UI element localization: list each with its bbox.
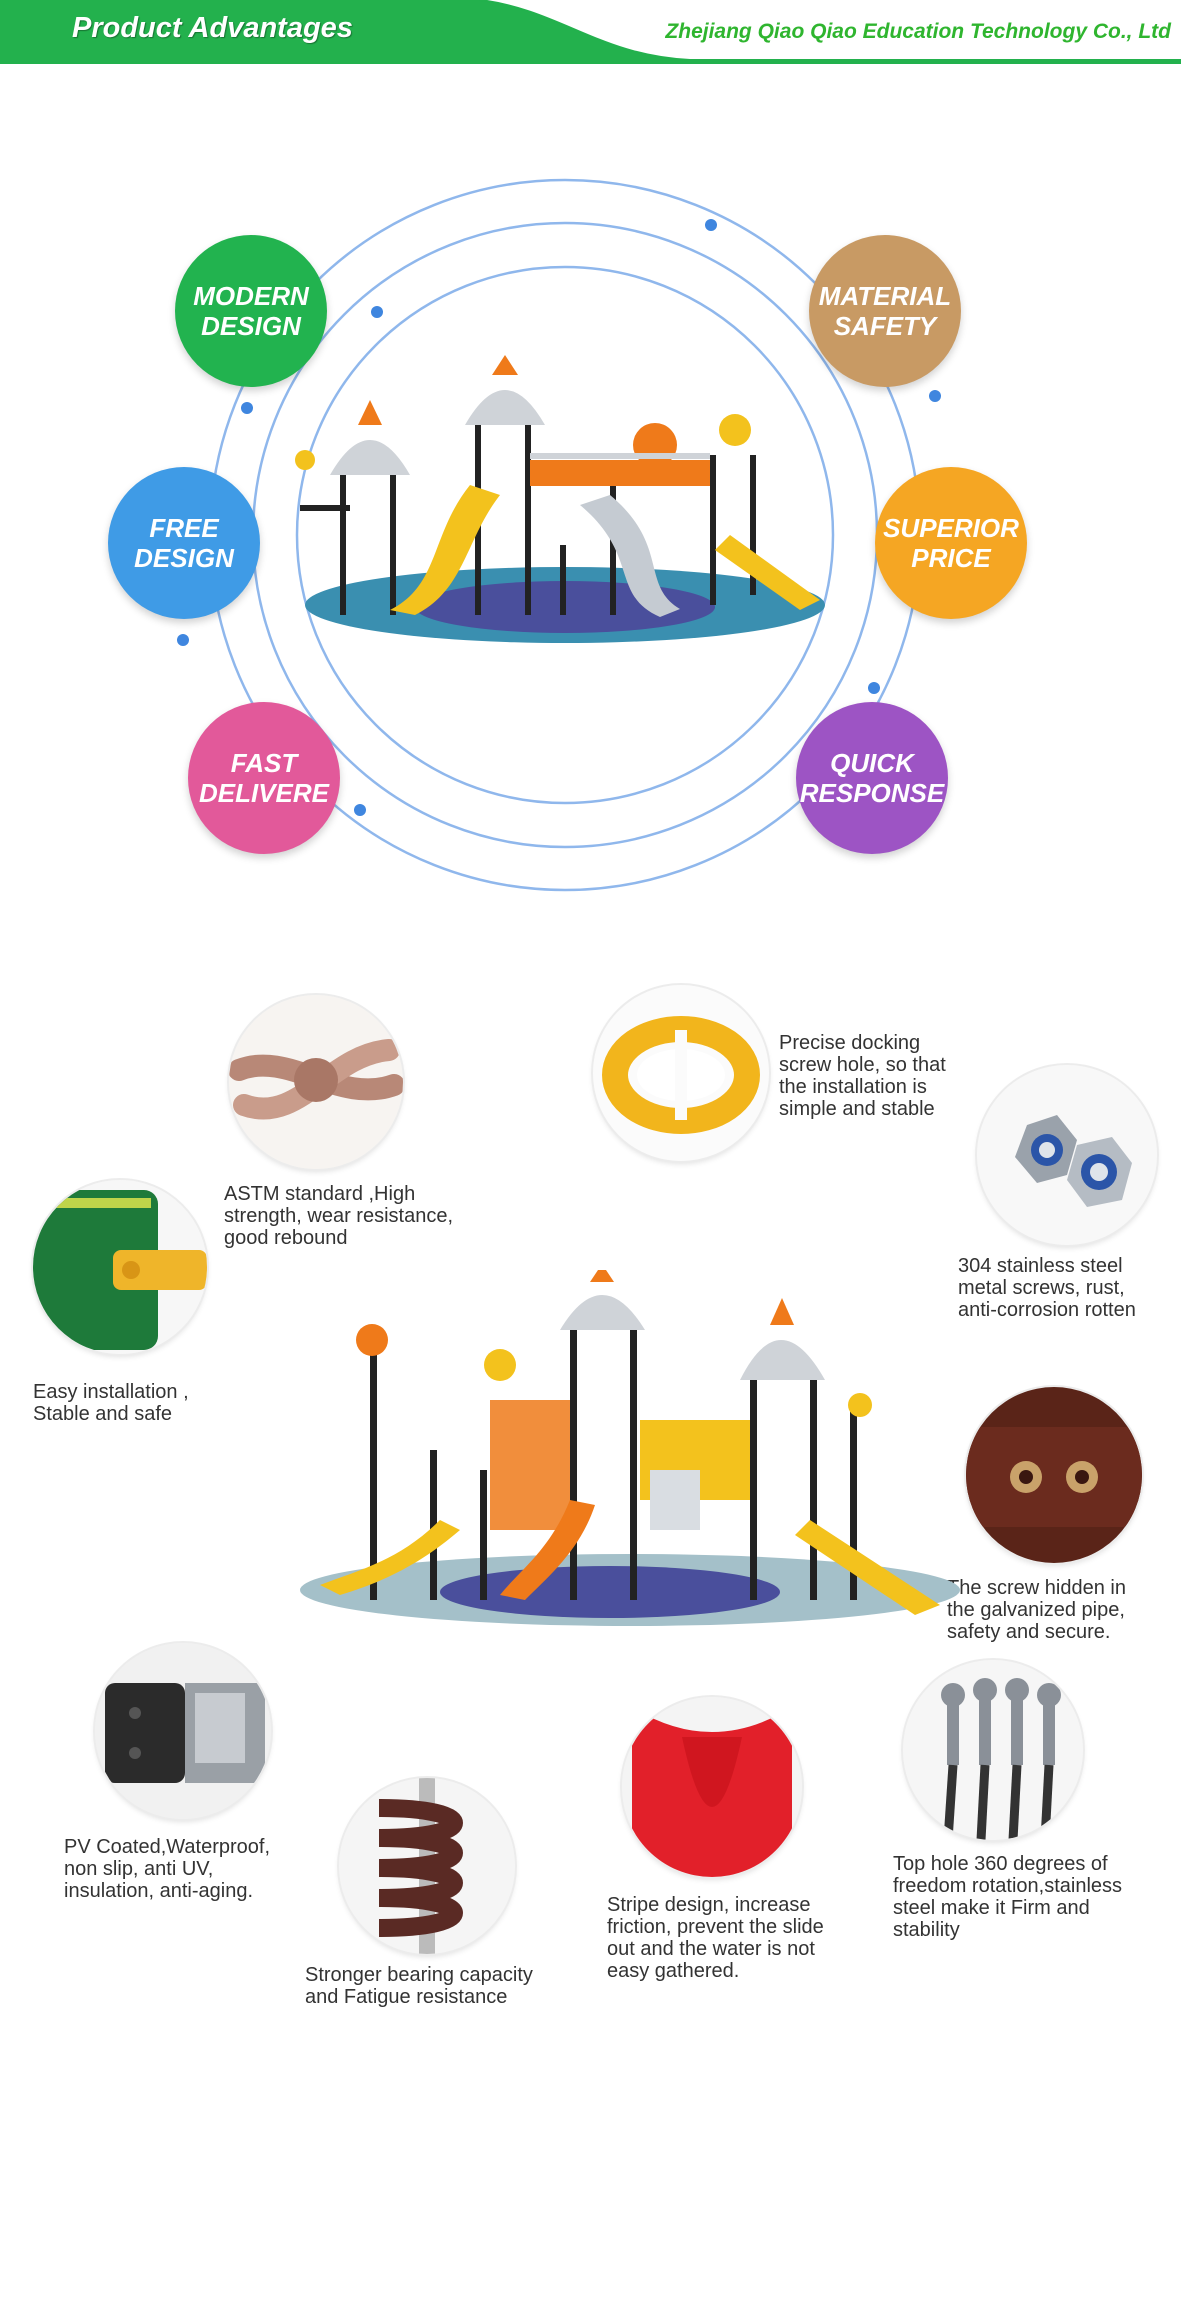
lock-nut-icon — [977, 1065, 1157, 1245]
pipe-clamp-icon — [593, 985, 769, 1161]
coated-platform-thumbnail — [95, 1643, 271, 1819]
swivel-hook-icon — [903, 1660, 1083, 1840]
feature-caption-coated: PV Coated,Waterproof, non slip, anti UV,… — [64, 1836, 271, 1902]
rope-knot-icon — [229, 995, 403, 1169]
feature-caption-slide: Stripe design, increase friction, preven… — [607, 1894, 824, 1982]
company-name: Zhejiang Qiao Qiao Education Technology … — [665, 20, 1171, 43]
feature-caption-rope: ASTM standard ,High strength, wear resis… — [224, 1183, 453, 1249]
pipe-clamp-thumbnail — [593, 985, 769, 1161]
playground-illustration-middle — [300, 1270, 960, 1626]
panel-connector-thumbnail — [33, 1180, 207, 1354]
feature-caption-connector: Easy installation , Stable and safe — [33, 1381, 189, 1425]
badge-quick-response: QUICK RESPONSE — [796, 702, 948, 854]
badge-material-safety: MATERIAL SAFETY — [809, 235, 961, 387]
header-banner: Product Advantages Zhejiang Qiao Qiao Ed… — [0, 0, 1181, 64]
feature-caption-nut: 304 stainless steel metal screws, rust, … — [958, 1255, 1136, 1321]
hidden-screw-icon — [966, 1387, 1142, 1563]
hidden-screw-thumbnail — [966, 1387, 1142, 1563]
coated-platform-icon — [95, 1643, 271, 1819]
spring-icon — [339, 1778, 515, 1954]
slide-stripe-thumbnail — [622, 1697, 802, 1877]
badge-fast-delivere: FAST DELIVERE — [188, 702, 340, 854]
header-background — [0, 0, 1181, 64]
feature-caption-hidden-screw: The screw hidden in the galvanized pipe,… — [947, 1577, 1126, 1643]
badge-modern-design: MODERN DESIGN — [175, 235, 327, 387]
feature-caption-swivel: Top hole 360 degrees of freedom rotation… — [893, 1853, 1123, 1941]
panel-connector-icon — [33, 1180, 207, 1354]
feature-caption-spring: Stronger bearing capacity and Fatigue re… — [305, 1964, 533, 2008]
lock-nut-thumbnail — [977, 1065, 1157, 1245]
badge-superior-price: SUPERIOR PRICE — [875, 467, 1027, 619]
spring-thumbnail — [339, 1778, 515, 1954]
badge-free-design: FREE DESIGN — [108, 467, 260, 619]
rope-knot-thumbnail — [229, 995, 403, 1169]
playground-illustration-top — [295, 355, 825, 643]
page-title: Product Advantages — [72, 12, 353, 44]
slide-stripe-icon — [622, 1697, 802, 1877]
feature-caption-clamp: Precise docking screw hole, so that the … — [779, 1032, 946, 1120]
swivel-hook-thumbnail — [903, 1660, 1083, 1840]
